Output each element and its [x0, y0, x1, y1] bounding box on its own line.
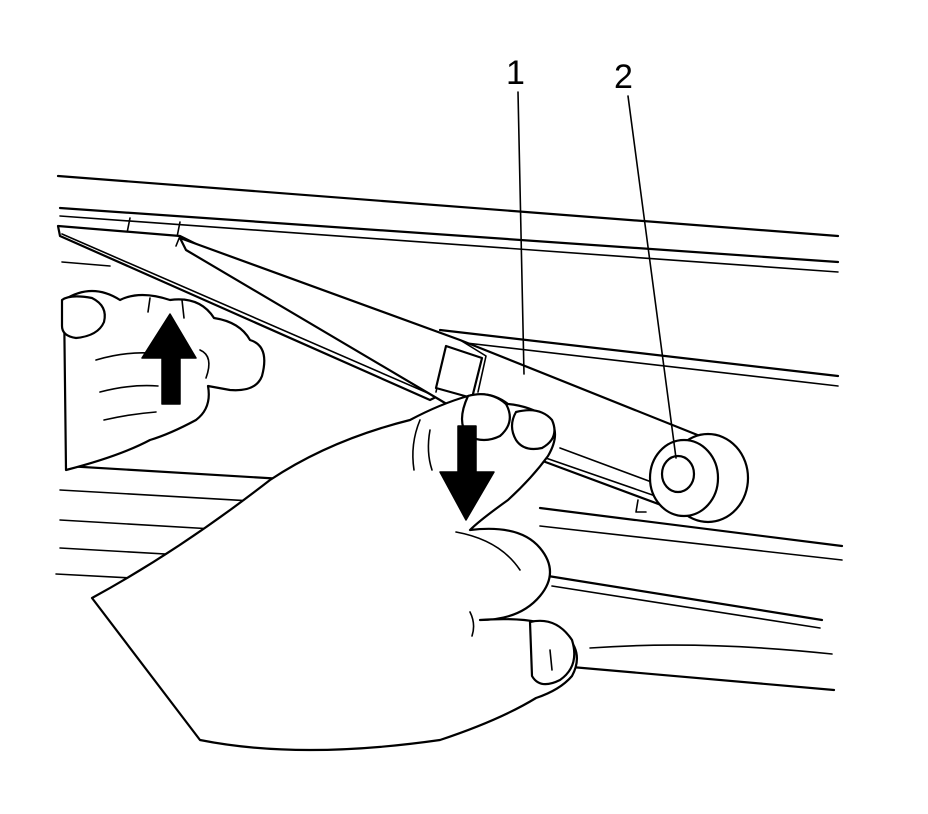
- callout-2-label: 2: [614, 58, 633, 96]
- up-arrow-icon: [141, 313, 197, 405]
- wiper-pivot-nut: [635, 432, 750, 524]
- cowl-panel-lines: [55, 464, 844, 692]
- callout-2-leader: [627, 95, 677, 459]
- window-glass-lines: [56, 174, 840, 387]
- down-arrow-icon: [439, 425, 495, 521]
- callout-1-label: 1: [506, 54, 525, 92]
- callout-leaders: [517, 91, 677, 459]
- callout-1-leader: [517, 91, 525, 375]
- right-hand: [90, 393, 578, 752]
